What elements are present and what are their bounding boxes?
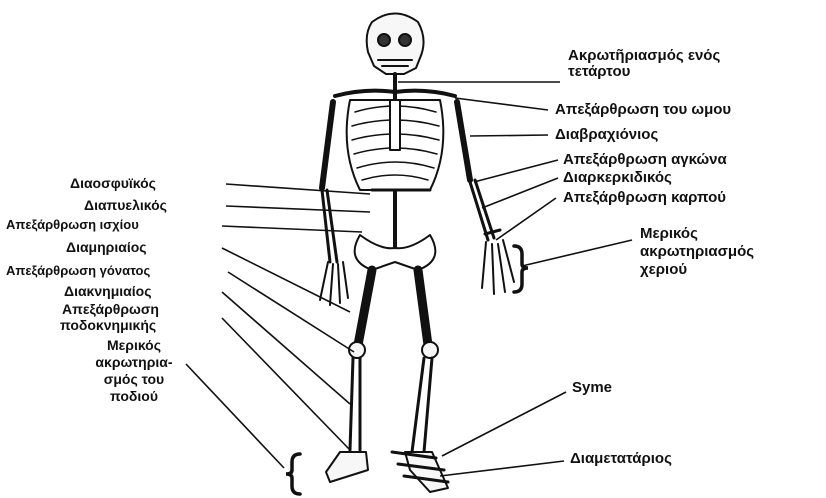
label-partial-foot-3: σμός του [84,372,184,386]
label-finger-quarter: Ακρωτῆριασμός ενός [568,48,720,63]
level-bar-wrist [485,230,500,234]
tibia-left [350,358,360,450]
leader-elbow [474,160,558,182]
label-transsacral: Διαοσφυϊκός [70,176,156,190]
leader-transmetatarsal [440,461,564,476]
clavicle-right [395,91,455,96]
patella-right [422,342,438,358]
hand-right [482,240,514,294]
leader-partial-hand [522,240,632,266]
label-hip: Απεξάρθρωση ισχίου [6,218,139,231]
leader-transsacral [226,184,370,194]
foot-left [326,452,368,482]
forearm-left [322,190,337,262]
label-finger-quarter-2: τετάρτου [568,64,630,79]
tibia-right [412,358,432,452]
label-partial-foot-4: ποδιού [84,389,184,403]
leader-wrist [496,198,556,240]
label-partial-hand-1: Μερικός [640,226,698,241]
label-transcarpal: Διαρκερκιδικός [563,170,672,185]
humerus-right [457,102,470,180]
brace-partial-hand [514,246,528,292]
label-partial-foot-1: Μερικός [84,338,184,352]
label-ankle-1: Απεξάρθρωση [62,302,159,316]
brace-partial-foot [286,454,300,494]
label-elbow: Απεξάρθρωση αγκώνα [563,152,727,167]
label-ankle-2: ποδοκνημικής [60,318,156,332]
sternum [390,100,400,150]
leader-syme [442,392,566,456]
leader-transcarpal [482,178,558,208]
leader-transradial [470,135,548,136]
label-partial-hand-3: χεριού [640,262,687,277]
label-transradial: Διαβραχιόνιος [555,127,658,142]
label-transfemoral: Διαμηριαίος [66,240,147,254]
label-syme: Syme [572,380,612,395]
eye-socket-left [378,34,390,46]
forearm-right [470,180,494,240]
femur-left [358,270,372,345]
eye-socket-right [399,34,411,46]
label-wrist: Απεξάρθρωση καρπού [563,190,726,205]
label-partial-hand-2: ακρωτηριασμός [640,244,754,259]
leader-shoulder [455,98,548,110]
label-transtibial: Διακνημιαίος [64,284,152,298]
skull [367,14,424,75]
leader-knee [228,272,354,352]
femur-right [418,270,428,345]
clavicle-left [335,91,395,96]
humerus-left [322,102,333,188]
label-shoulder: Απεξάρθρωση του ωμου [555,102,731,117]
label-knee: Απεξάρθρωση γόνατος [6,264,150,277]
label-partial-foot-2: ακρωτηρια- [84,355,184,369]
label-transmetatarsal: Διαμετατάριος [570,451,672,466]
leader-hip [222,226,362,232]
label-transpelvic: Διαπυελικός [84,198,167,212]
leader-partial-foot [186,364,284,468]
leader-transpelvic [226,206,370,212]
